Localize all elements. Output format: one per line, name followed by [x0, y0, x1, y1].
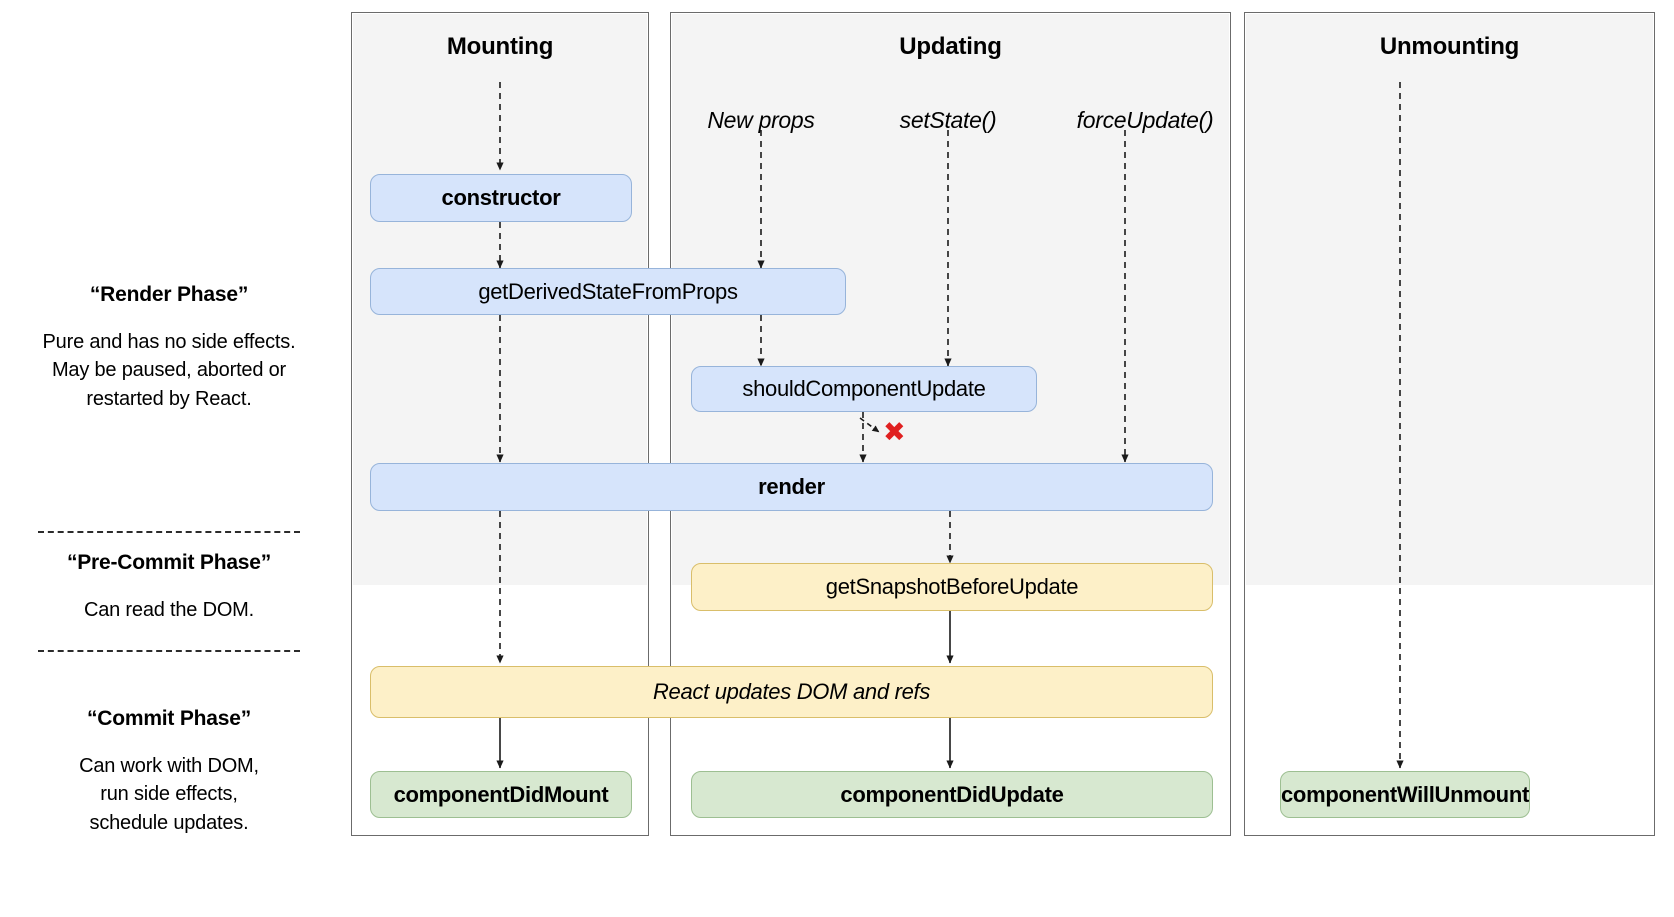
node-component-did-update[interactable]: componentDidUpdate	[691, 771, 1213, 818]
trigger-set-state: setState()	[899, 107, 997, 133]
column-unmounting	[1244, 12, 1655, 836]
phase-render-line-3: restarted by React.	[86, 387, 252, 410]
phase-render: “Render Phase” Pure and has no side effe…	[0, 280, 338, 413]
node-should-component-update[interactable]: shouldComponentUpdate	[691, 366, 1037, 412]
phase-commit-line-2: run side effects,	[100, 783, 238, 806]
trigger-new-props: New props	[707, 107, 815, 133]
node-react-updates-dom-and-refs[interactable]: React updates DOM and refs	[370, 666, 1213, 718]
phase-render-line-1: Pure and has no side effects.	[42, 330, 296, 353]
column-title-unmounting: Unmounting	[1379, 33, 1520, 60]
phase-commit-title: “Commit Phase”	[86, 707, 252, 730]
phase-pre-commit: “Pre-Commit Phase” Can read the DOM.	[0, 548, 338, 624]
column-title-mounting: Mounting	[446, 33, 554, 60]
phase-render-line-2: May be paused, aborted or	[51, 359, 287, 382]
phase-pre-commit-title: “Pre-Commit Phase”	[66, 551, 272, 574]
node-component-will-unmount[interactable]: componentWillUnmount	[1280, 771, 1530, 818]
trigger-force-update: forceUpdate()	[1076, 107, 1214, 133]
phase-commit: “Commit Phase” Can work with DOM, run si…	[0, 704, 338, 837]
divider-render-precommit	[38, 531, 300, 533]
phase-render-title: “Render Phase”	[89, 283, 249, 306]
phase-pre-commit-line-1: Can read the DOM.	[83, 598, 254, 621]
divider-precommit-commit	[38, 650, 300, 652]
node-render[interactable]: render	[370, 463, 1213, 511]
node-get-derived-state-from-props[interactable]: getDerivedStateFromProps	[370, 268, 846, 315]
phase-commit-line-1: Can work with DOM,	[79, 754, 259, 777]
skip-render-x-icon: ✖	[883, 417, 906, 448]
node-component-did-mount[interactable]: componentDidMount	[370, 771, 632, 818]
node-get-snapshot-before-update[interactable]: getSnapshotBeforeUpdate	[691, 563, 1213, 611]
node-constructor[interactable]: constructor	[370, 174, 632, 222]
phase-commit-line-3: schedule updates.	[89, 811, 249, 834]
column-title-updating: Updating	[899, 33, 1002, 60]
